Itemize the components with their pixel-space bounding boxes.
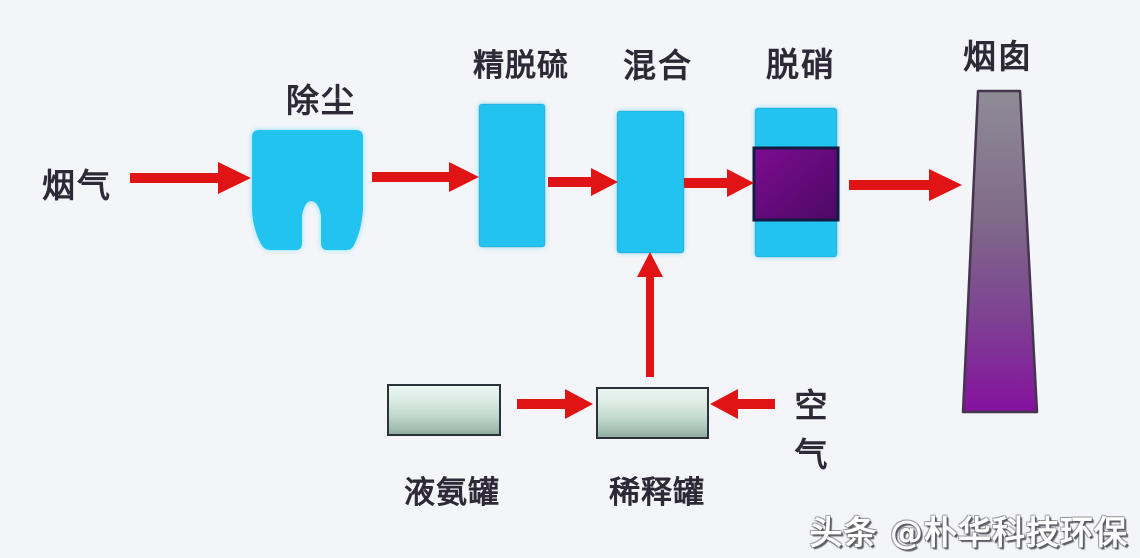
dust-removal-unit-shape: [252, 130, 363, 250]
label-fine-desulfurization: 精脱硫: [473, 47, 569, 84]
arrow-dilution-to-mixing: [637, 252, 663, 377]
arrow-ammonia-to-dilution: [517, 389, 593, 419]
arrow-air-to-dilution: [710, 389, 775, 419]
arrow-mixing-to-denitration: [684, 169, 754, 197]
flow-arrows: [130, 162, 962, 419]
label-flue-gas: 烟气: [42, 165, 112, 205]
arrow-fluegas-to-dustremoval: [130, 162, 251, 194]
label-dilution-tank: 稀释罐: [609, 474, 705, 511]
denitration-catalyst-core: [752, 146, 840, 222]
arrow-denitration-to-chimney: [849, 169, 962, 201]
liquid-ammonia-tank-shape: [387, 384, 501, 436]
mixing-unit-shape: [616, 110, 685, 254]
label-liquid-ammonia-tank: 液氨罐: [404, 474, 500, 511]
label-air: 空气: [789, 388, 828, 486]
toutiao-watermark: 头条 @朴华科技环保: [809, 513, 1128, 552]
dilution-tank-shape: [596, 387, 709, 439]
fine-desulfurization-unit-shape: [478, 103, 546, 248]
label-dust-removal: 除尘: [286, 80, 356, 120]
chimney-shape: [961, 89, 1039, 414]
label-mixing: 混合: [623, 45, 693, 85]
label-chimney: 烟囱: [963, 36, 1033, 76]
arrow-dustremoval-to-desulfurization: [372, 162, 479, 192]
label-denitration: 脱硝: [766, 44, 836, 84]
arrow-desulfurization-to-mixing: [548, 168, 618, 196]
